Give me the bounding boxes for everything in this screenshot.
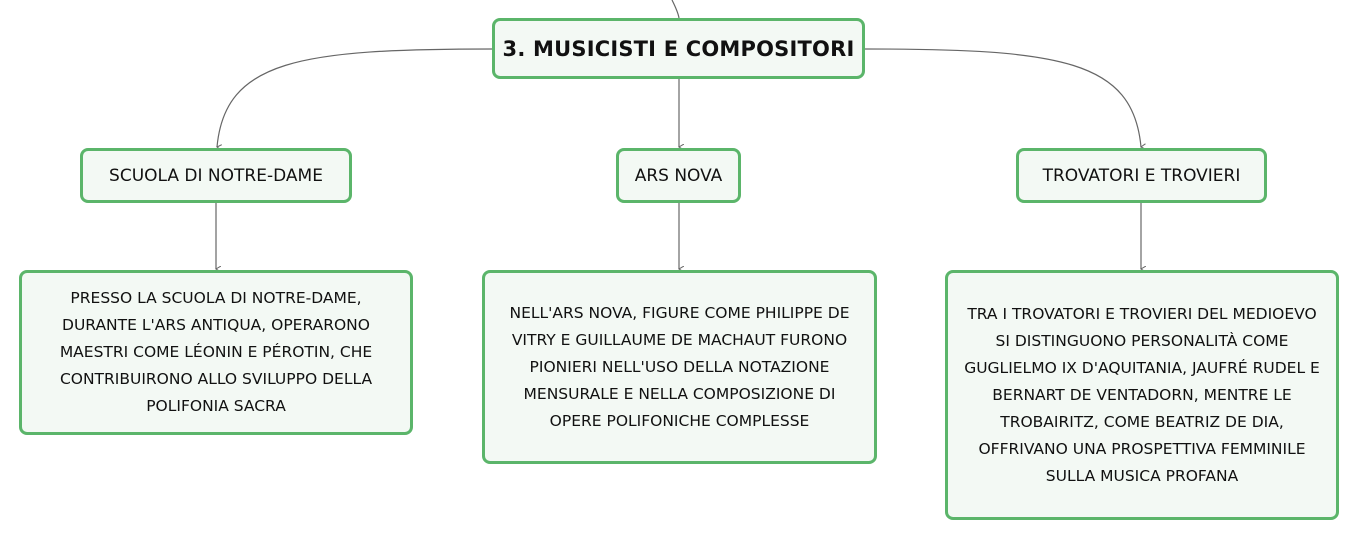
- topic-node-label: SCUOLA DI NOTRE-DAME: [109, 165, 323, 186]
- root-node-label: 3. MUSICISTI E COMPOSITORI: [502, 36, 855, 61]
- detail-node-text: PRESSO LA SCUOLA DI NOTRE-DAME, DURANTE …: [59, 289, 373, 415]
- detail-node-scuola-di-notre-dame[interactable]: PRESSO LA SCUOLA DI NOTRE-DAME, DURANTE …: [19, 270, 413, 435]
- connector-root-to-trovatori: [864, 48, 1141, 147]
- detail-node-text: TRA I TROVATORI E TROVIERI DEL MEDIOEVO …: [964, 304, 1320, 485]
- root-node[interactable]: 3. MUSICISTI E COMPOSITORI: [492, 18, 865, 79]
- topic-node-ars-nova[interactable]: ARS NOVA: [616, 148, 741, 203]
- topic-node-label: ARS NOVA: [634, 165, 723, 186]
- topic-node-label: TROVATORI E TROVIERI: [1042, 165, 1241, 186]
- topic-node-trovatori-e-trovieri[interactable]: TROVATORI E TROVIERI: [1016, 148, 1267, 203]
- connector-root-to-notre-dame: [217, 48, 493, 147]
- detail-node-trovatori-e-trovieri[interactable]: TRA I TROVATORI E TROVIERI DEL MEDIOEVO …: [945, 270, 1339, 520]
- detail-node-text: NELL'ARS NOVA, FIGURE COME PHILIPPE DE V…: [509, 303, 850, 430]
- topic-node-scuola-di-notre-dame[interactable]: SCUOLA DI NOTRE-DAME: [80, 148, 352, 203]
- detail-node-ars-nova[interactable]: NELL'ARS NOVA, FIGURE COME PHILIPPE DE V…: [482, 270, 877, 464]
- connector-incoming: [671, 0, 680, 19]
